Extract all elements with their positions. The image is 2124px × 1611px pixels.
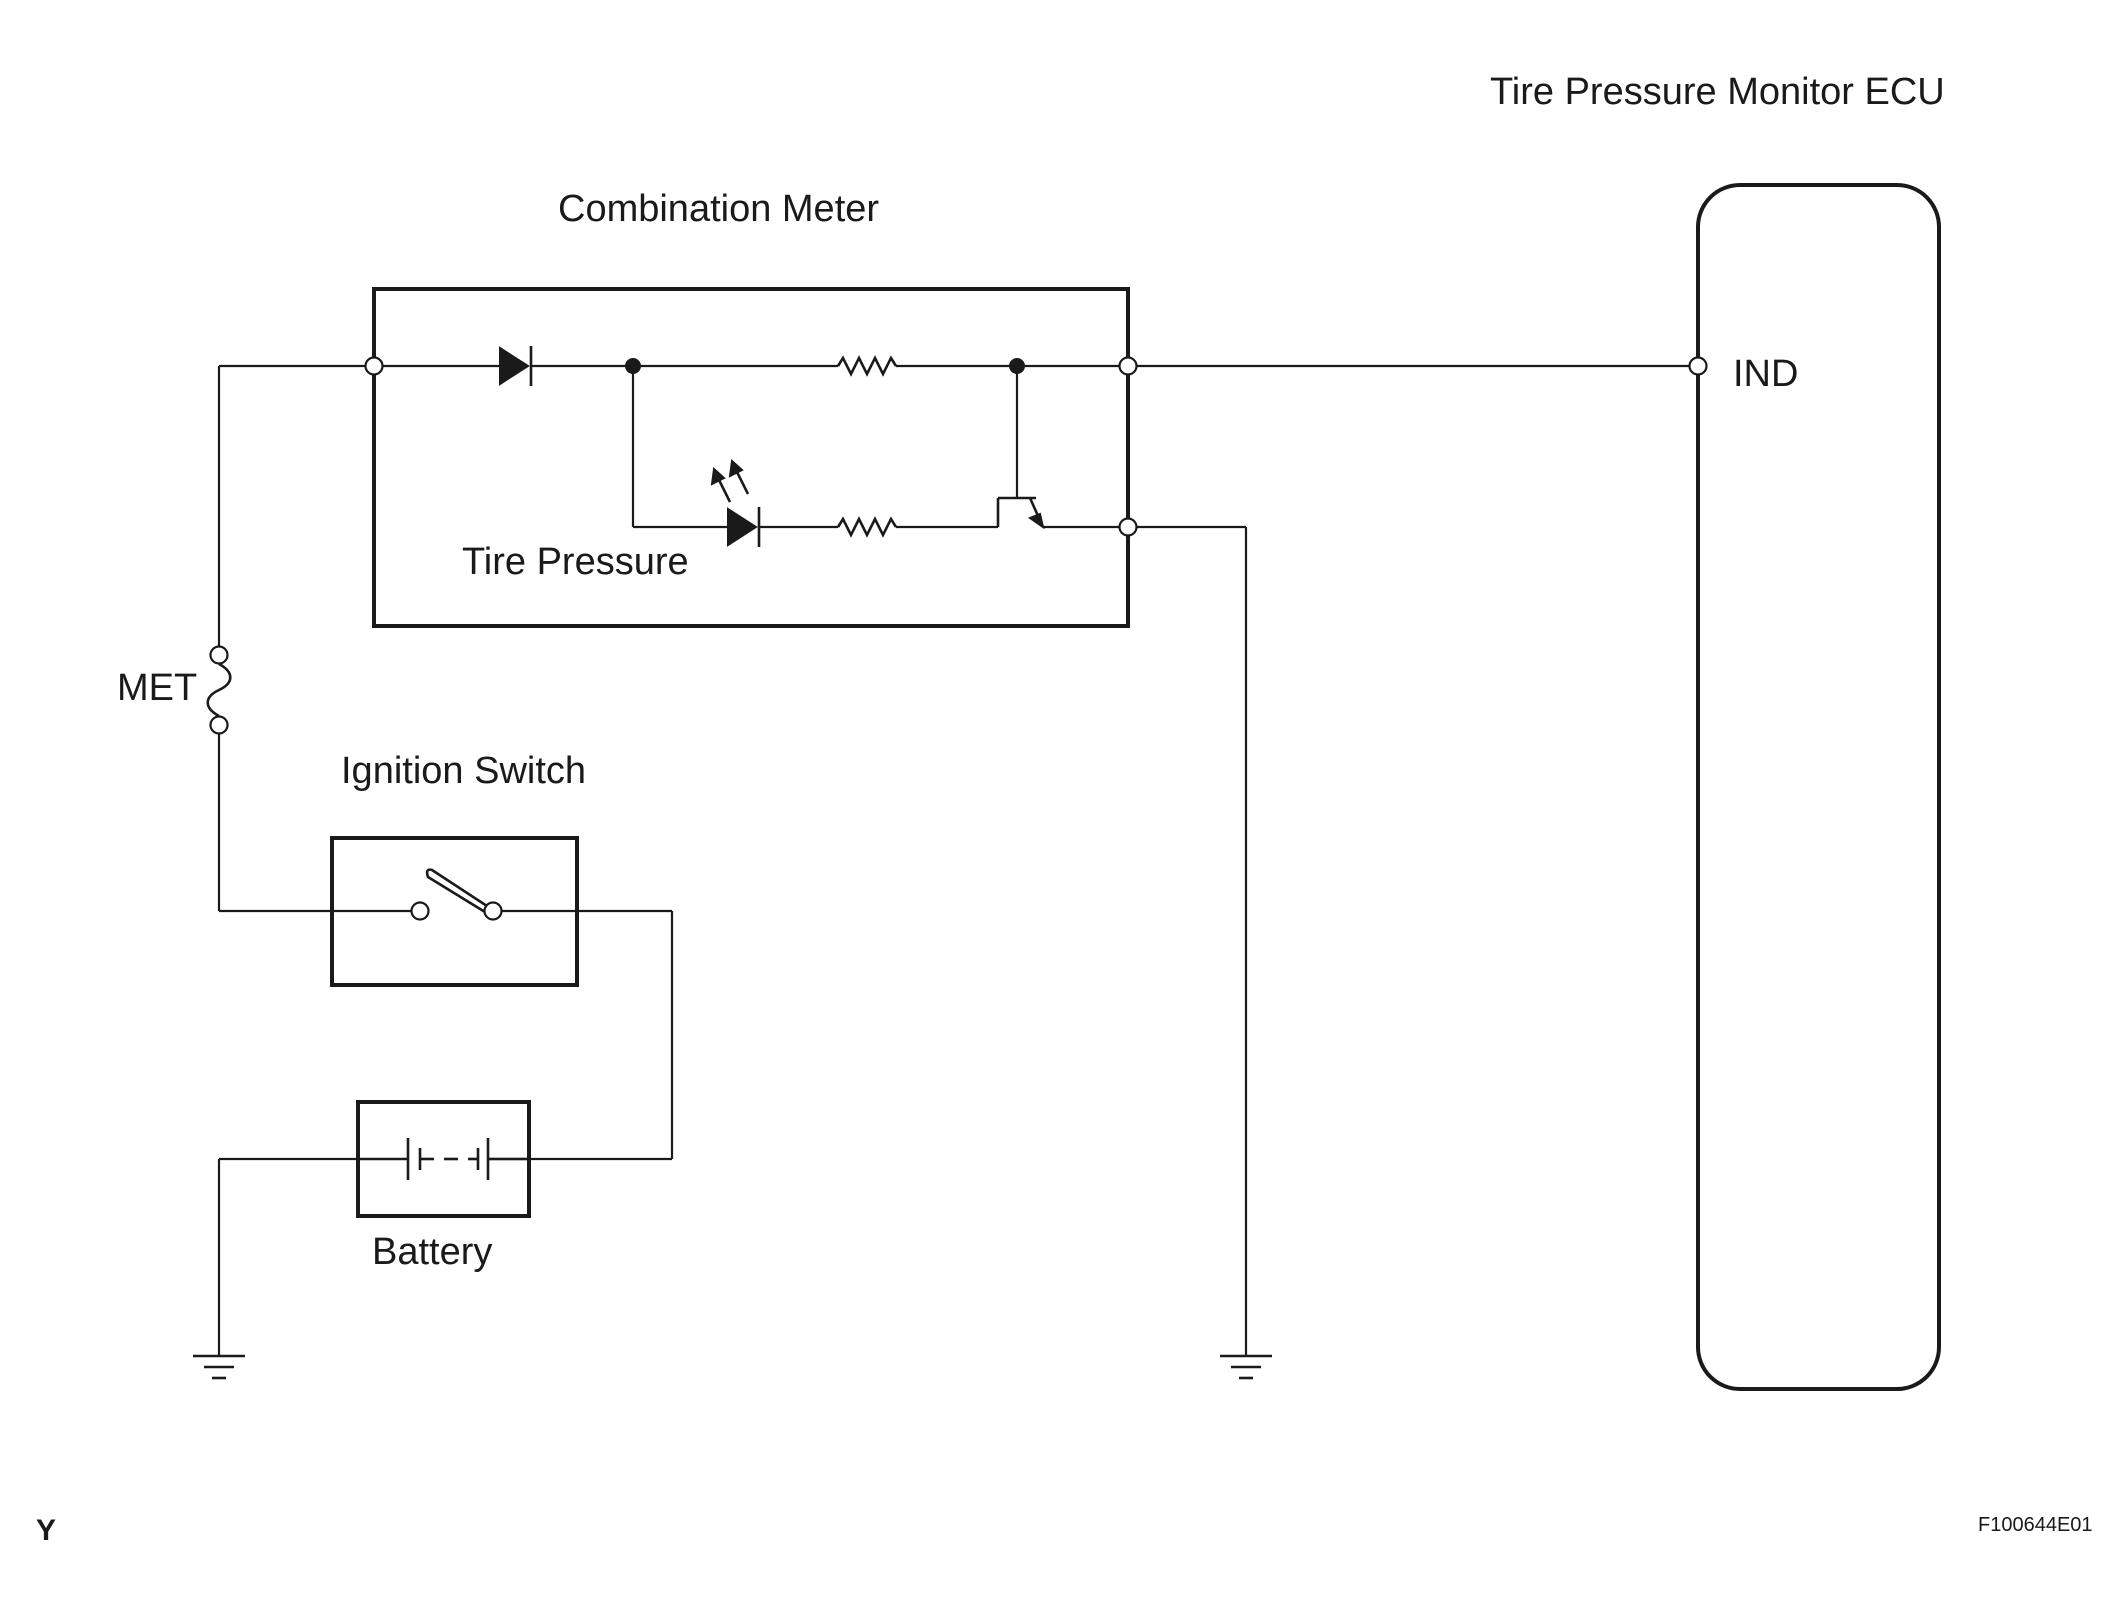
battery-label: Battery bbox=[372, 1231, 492, 1273]
wires bbox=[217, 364, 1698, 1356]
junction-dot-left bbox=[625, 358, 641, 374]
ignition-switch bbox=[330, 836, 579, 987]
combination-meter-box bbox=[372, 287, 1130, 628]
junction-dot-right bbox=[1009, 358, 1025, 374]
meter-ground-terminal bbox=[1118, 517, 1138, 537]
transistor bbox=[996, 496, 1045, 530]
ignition-switch-label: Ignition Switch bbox=[341, 750, 586, 792]
met-fuse-label: MET bbox=[117, 667, 197, 709]
ecu-ind-terminal bbox=[1688, 356, 1708, 376]
resistor-bottom bbox=[836, 516, 898, 538]
met-fuse bbox=[206, 645, 232, 735]
meter-input-terminal bbox=[364, 356, 384, 376]
ground-symbol-right bbox=[1220, 1354, 1272, 1380]
ground-symbol-left bbox=[193, 1354, 245, 1380]
resistor-top bbox=[836, 355, 898, 377]
ind-terminal-label: IND bbox=[1733, 353, 1798, 395]
battery bbox=[356, 1100, 531, 1218]
meter-ind-terminal bbox=[1118, 356, 1138, 376]
tire-pressure-lamp-label: Tire Pressure bbox=[462, 541, 689, 583]
diode bbox=[499, 346, 533, 386]
figure-id: F100644E01 bbox=[1978, 1514, 2093, 1536]
tire-pressure-led bbox=[710, 458, 761, 547]
combination-meter-title: Combination Meter bbox=[558, 188, 879, 230]
ecu-title: Tire Pressure Monitor ECU bbox=[1490, 71, 1945, 113]
ecu-box bbox=[1696, 183, 1941, 1391]
corner-mark: Y bbox=[36, 1514, 56, 1547]
